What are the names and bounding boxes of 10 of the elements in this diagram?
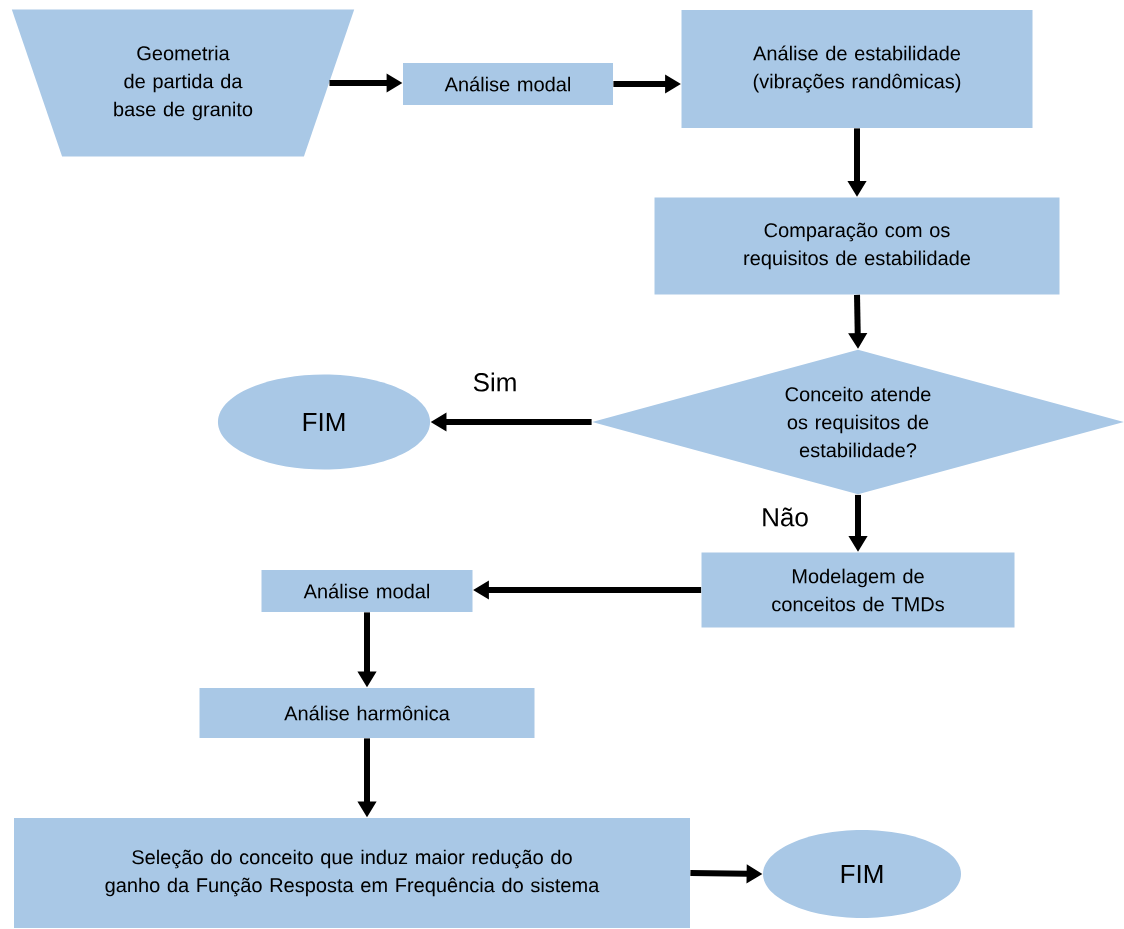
process-box: Seleção do conceito que induz maior redução do ganho da Função Resposta em Frequência do sistema — [14, 818, 690, 928]
edge-label: Não — [759, 505, 811, 529]
process-box: Comparação com os requisitos de estabilidade — [654, 197, 1060, 295]
process-box: Análise harmônica — [199, 688, 535, 738]
process-box: Análise modal — [403, 63, 613, 105]
process-box: Modelagem de conceitos de TMDs — [701, 552, 1015, 628]
trapezoid-box: Geometria de partida da base de granito — [11, 9, 355, 157]
process-box: Análise modal — [261, 570, 473, 612]
process-box: Análise de estabilidade (vibrações randômicas) — [681, 10, 1033, 128]
edge-label: Sim — [470, 370, 520, 394]
